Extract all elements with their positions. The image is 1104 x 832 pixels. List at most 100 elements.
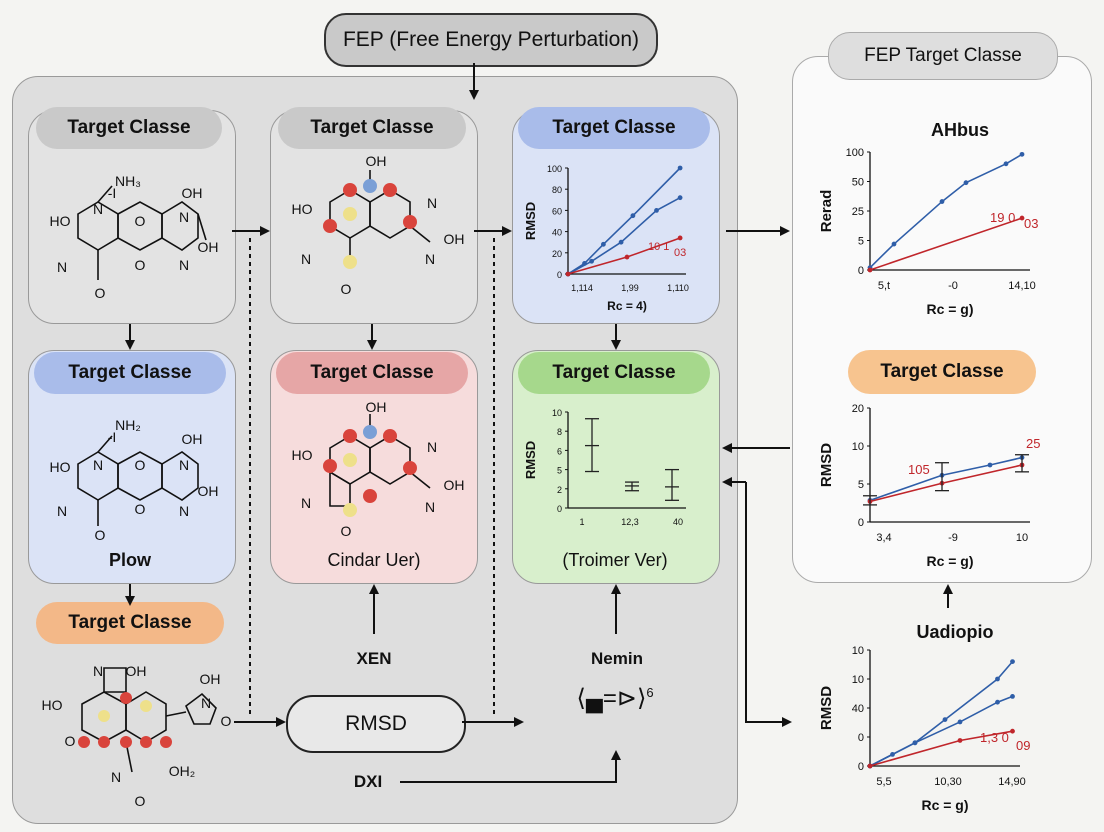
chart-ahbus-annotation: 19 0 <box>990 210 1015 225</box>
molecule-4-labels: NH₂ -I OH HO N N O O N OH N O <box>50 417 219 543</box>
chart-uadiopio-point-0-4 <box>995 676 1000 682</box>
chart-ahbus-ytick-label-3: 5 <box>858 236 864 248</box>
chart-small-1-point-0-3 <box>630 213 636 219</box>
chart-rmsd-right-xtick-label-1: -9 <box>948 532 958 544</box>
m7-label-8: N <box>111 769 121 785</box>
m1-label-6: O <box>135 213 146 229</box>
m7-label-3: OH <box>200 671 221 687</box>
chart-small-2-ytick-label-5: 0 <box>557 504 562 514</box>
chart-uadiopio-point-0-5 <box>1010 659 1015 664</box>
m4-label-9: OH <box>198 483 219 499</box>
atom-7a <box>98 710 110 722</box>
m2-label-0: OH <box>366 153 387 169</box>
right-panel-title: FEP Target Classe <box>828 32 1058 80</box>
chart-rmsd-right-ytick-label-0: 20 <box>852 403 864 415</box>
chart-rmsd-right-annotation-2: 25 <box>1026 436 1040 451</box>
ring-2b <box>369 189 411 239</box>
caption-troimer: (Troimer Ver) <box>562 550 668 570</box>
chart-ahbus-series-0 <box>869 153 1023 269</box>
m4-label-2: OH <box>182 431 203 447</box>
chart-small-1-ytick-label-3: 40 <box>552 228 562 238</box>
ring-7b <box>125 691 167 743</box>
m7-label-0: N <box>93 663 103 679</box>
chart-small-2-xtick-label-1: 12,3 <box>621 517 639 527</box>
m7-label-2: HO <box>42 697 63 713</box>
m5-label-6: N <box>425 499 435 515</box>
target-class-pill-5: Target Classe <box>276 352 468 394</box>
m2-label-4: N <box>427 195 437 211</box>
m4-label-4: N <box>57 503 67 519</box>
chart-small-1-point-0-4 <box>677 165 683 171</box>
target-class-pill-7: Target Classe <box>36 602 224 644</box>
m4-label-5: N <box>93 457 103 473</box>
molecule-5-atoms <box>323 425 417 517</box>
atom-2e <box>323 219 337 233</box>
atom-7d <box>140 736 152 748</box>
m7-label-9: O <box>135 793 146 809</box>
chart-small-1-annotation: 10 1 <box>648 241 669 253</box>
m4-label-10: N <box>179 503 189 519</box>
chart-small-1-ylabel: RMSD <box>523 202 538 240</box>
m5-label-0: OH <box>366 399 387 415</box>
molecule-2-atoms <box>323 179 417 269</box>
chart-uadiopio-point-1-4 <box>1010 694 1015 699</box>
m1-label-7: O <box>135 257 146 273</box>
chart-uadiopio-ylabel: RMSD <box>818 686 835 730</box>
chart-rmsd-right-point-0-2 <box>987 462 993 468</box>
molecule-5-labels: OH HO N O N OH N <box>292 399 465 539</box>
arrow-uadiopio-link <box>745 482 792 727</box>
m2-label-1: HO <box>292 201 313 217</box>
arrow-dxi-to-formula <box>400 750 621 783</box>
atom-5e <box>323 459 337 473</box>
chart-ahbus-xlabel: Rc = g) <box>926 301 973 317</box>
chart-uadiopio-point-2-0 <box>867 763 873 769</box>
bond-7a <box>165 711 187 717</box>
target-class-pill-1: Target Classe <box>36 107 222 149</box>
m1-label-4: N <box>57 259 67 275</box>
chart-ahbus-annotation-2: 03 <box>1024 216 1038 231</box>
formula-text: ⟨▄=⊳⟩ <box>576 685 647 712</box>
m7-label-4: O <box>65 733 76 749</box>
chart-small-2-xtick-label-2: 40 <box>673 517 683 527</box>
m5-label-3: O <box>341 523 352 539</box>
m1-label-9: OH <box>198 239 219 255</box>
chart-ahbus-xtick-label-1: -0 <box>948 280 958 292</box>
m7-label-5: N <box>201 695 211 711</box>
atom-5h <box>343 503 357 517</box>
molecule-2-labels: OH HO N O N OH N <box>292 153 465 297</box>
atom-7e <box>160 736 172 748</box>
m5-label-2: N <box>301 495 311 511</box>
m4-label-6: O <box>135 457 146 473</box>
m2-label-2: N <box>301 251 311 267</box>
atom-7b <box>120 736 132 748</box>
atom-5a <box>363 425 377 439</box>
molecule-7 <box>81 667 217 773</box>
chart-small-1-ytick-label-0: 100 <box>547 164 562 174</box>
chart-small-1-point-2-0 <box>565 271 571 277</box>
target-class-pill-4: Target Classe <box>34 352 226 394</box>
chart-small-1-point-1-2 <box>618 239 624 245</box>
atom-5d <box>343 453 357 467</box>
chart-ahbus-xtick-label-0: 5,t <box>878 280 890 292</box>
rmsd-node: RMSD <box>286 695 466 753</box>
caption-xen: XEN <box>356 649 392 668</box>
chart-rmsd-right-series-0 <box>869 456 1023 502</box>
chart-uadiopio-ytick-label-3: 0 <box>858 732 864 744</box>
atom-2a <box>363 179 377 193</box>
chart-small-2-ytick-label-1: 8 <box>557 427 562 437</box>
atom-5c <box>383 429 397 443</box>
atom-2b <box>343 183 357 197</box>
atom-5g <box>363 489 377 503</box>
atom-7h <box>78 736 90 748</box>
m1-label-2: OH <box>182 185 203 201</box>
chart-ahbus-point-1-1 <box>1019 215 1025 221</box>
chart-uadiopio-title: Uadiopio <box>917 622 994 642</box>
chart-ahbus-point-0-3 <box>963 180 969 186</box>
chart-small-1-ytick-label-2: 60 <box>552 206 562 216</box>
chart-small-1-point-2-1 <box>624 254 630 260</box>
chart-small-1-ytick-label-1: 80 <box>552 185 562 195</box>
molecule-7-labels: N OH HO OH O N O OH₂ N O <box>42 663 232 809</box>
chart-uadiopio-point-0-3 <box>942 717 948 722</box>
chart-small-2-ytick-label-3: 5 <box>557 466 562 476</box>
m1-label-10: N <box>179 257 189 273</box>
